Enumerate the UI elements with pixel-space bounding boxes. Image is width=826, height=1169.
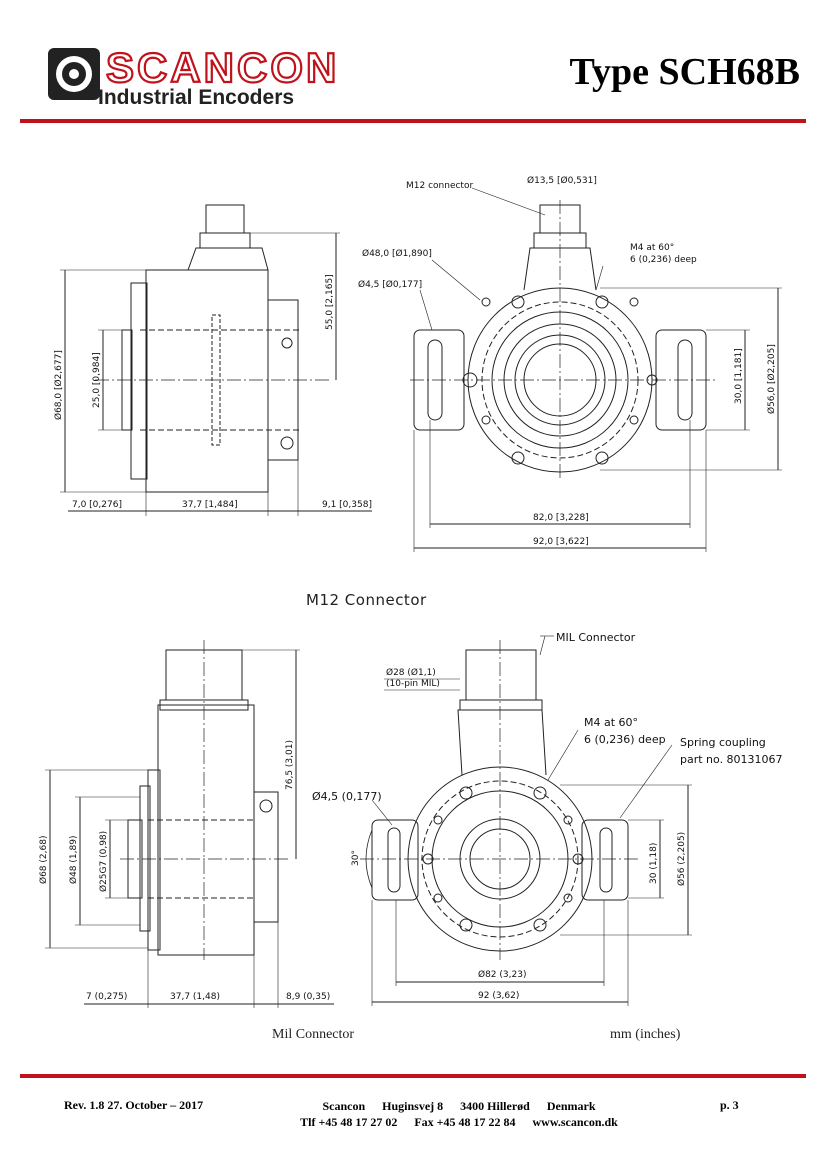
label-dim-8-9: 8,9 (0,35) (286, 992, 330, 1002)
footer-contact: Scancon Huginsvej 8 3400 Hillerød Denmar… (274, 1098, 644, 1130)
label-m4-depth: 6 (0,236) deep (630, 255, 697, 265)
label-dia-56: Ø56,0 [Ø2,205] (766, 344, 777, 414)
footer-city: 3400 Hillerød (460, 1099, 530, 1113)
label-m4-depth: 6 (0,236) deep (584, 733, 666, 746)
label-dia-4-5: Ø4,5 [Ø0,177] (358, 279, 422, 290)
footer-page-number: p. 3 (720, 1098, 739, 1112)
label-dim-92: 92,0 [3,622] (533, 537, 589, 547)
label-dim-7: 7,0 [0,276] (72, 500, 122, 510)
label-m4: M4 at 60° (584, 716, 638, 729)
label-dim-37-7: 37,7 [1,484] (182, 500, 238, 510)
label-angle-30: 30° (351, 850, 361, 866)
label-dia-4-5: Ø4,5 (0,177) (312, 790, 382, 803)
label-dim-25: 25,0 [0,984] (92, 352, 102, 408)
caption-m12-connector: M12 Connector (306, 591, 427, 609)
footer-country: Denmark (546, 1099, 596, 1113)
label-dim-30: 30,0 [1,181] (734, 348, 744, 404)
footer-fax: Fax +45 48 17 22 84 (414, 1115, 516, 1129)
label-dia-28: Ø28 (Ø1,1) (386, 667, 436, 678)
label-part-number: part no. 80131067 (680, 753, 783, 766)
label-10-pin: (10-pin MIL) (386, 679, 440, 689)
label-dia-25: Ø25G7 (0,98) (98, 831, 109, 892)
label-dia-68: Ø68,0 [Ø2,677] (53, 350, 64, 420)
label-dim-76-5: 76,5 (3,01) (285, 740, 295, 790)
logo-brand: SCANCON (106, 44, 339, 91)
label-dia-48: Ø48 (1,89) (68, 836, 79, 884)
label-dia-48: Ø48,0 [Ø1,890] (362, 248, 432, 259)
drawing1-side-view (60, 204, 372, 516)
footer-phone: Tlf +45 48 17 27 02 (300, 1115, 398, 1129)
label-dim-9-1: 9,1 [0,358] (322, 500, 372, 510)
label-dim-7: 7 (0,275) (86, 992, 127, 1002)
label-mil-connector: MIL Connector (556, 631, 636, 644)
label-spring-coupling: Spring coupling (680, 736, 766, 749)
scancon-logo: SCANCON Industrial Encoders (48, 43, 339, 109)
label-dia-56: Ø56 (2,205) (676, 832, 687, 886)
drawing2-side-view (45, 640, 334, 1008)
label-dia-82: Ø82 (3,23) (478, 969, 526, 980)
label-dia-68: Ø68 (2,68) (38, 836, 49, 884)
label-m4: M4 at 60° (630, 243, 674, 253)
footer-address: Huginsvej 8 (382, 1099, 444, 1113)
label-dia-13-5: Ø13,5 [Ø0,531] (527, 175, 597, 186)
page-title: Type SCH68B (569, 51, 800, 93)
header-divider (20, 119, 806, 123)
footer-company: Scancon (322, 1099, 366, 1113)
label-dim-37-7: 37,7 (1,48) (170, 992, 220, 1002)
footer-divider (20, 1074, 806, 1078)
footer-web[interactable]: www.scancon.dk (532, 1115, 618, 1129)
footer-phone-line: Tlf +45 48 17 27 02 Fax +45 48 17 22 84 … (274, 1114, 644, 1130)
footer-address-line: Scancon Huginsvej 8 3400 Hillerød Denmar… (274, 1098, 644, 1114)
label-dim-82: 82,0 [3,228] (533, 513, 589, 523)
logo-tagline: Industrial Encoders (98, 86, 294, 109)
drawing2-front-view (360, 635, 692, 1006)
label-dim-55: 55,0 [2,165] (325, 274, 335, 330)
drawing1-front-view (410, 187, 782, 552)
label-m12-connector: M12 connector (406, 181, 473, 191)
label-dim-92: 92 (3,62) (478, 991, 519, 1001)
units-note: mm (inches) (610, 1027, 681, 1042)
footer-revision: Rev. 1.8 27. October – 2017 (64, 1098, 204, 1112)
label-dim-30: 30 (1,18) (649, 843, 659, 884)
caption-mil-connector: Mil Connector (272, 1027, 354, 1042)
